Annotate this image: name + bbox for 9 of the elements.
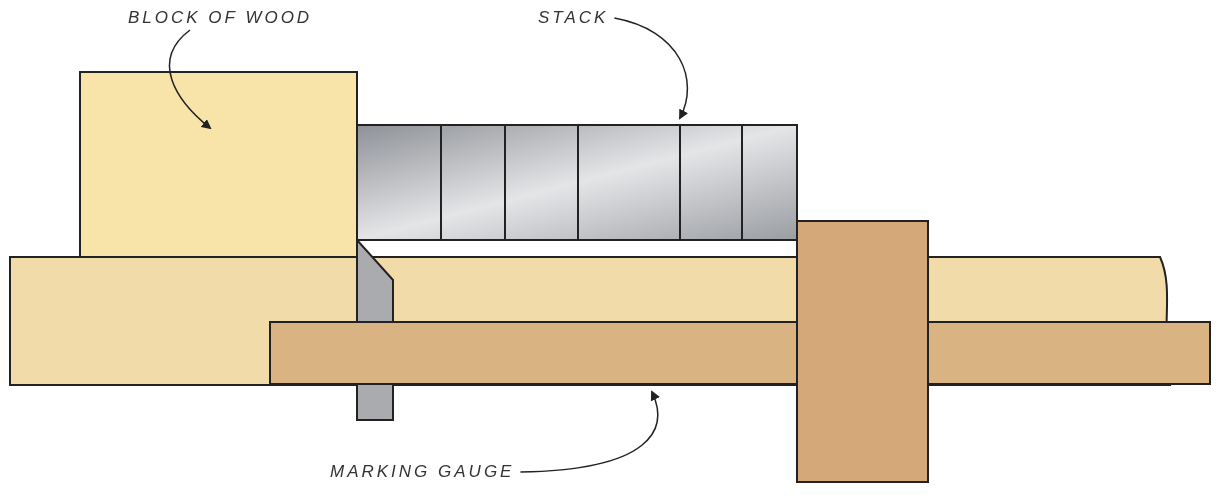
- leader-arrow: [613, 17, 689, 120]
- leader-arrow: [168, 29, 212, 130]
- callout-label: STACK: [538, 8, 609, 28]
- callout-label: MARKING GAUGE: [330, 462, 515, 482]
- marking-gauge-drawing: [269, 220, 1211, 483]
- metal-stack: [356, 124, 798, 241]
- leader-arrow: [519, 390, 660, 473]
- wood-block: [79, 71, 358, 258]
- callout-label: BLOCK OF WOOD: [128, 8, 313, 28]
